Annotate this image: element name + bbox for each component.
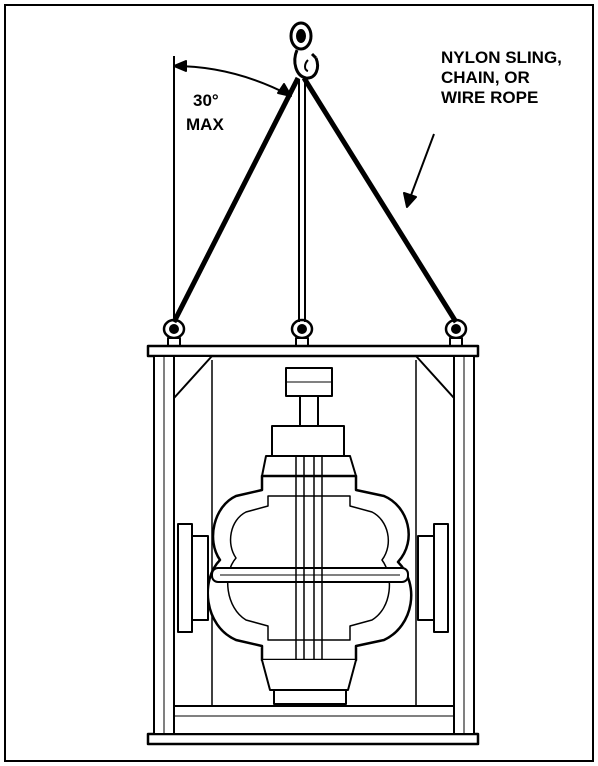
sling-lines [171, 76, 459, 324]
lifting-hook [289, 21, 320, 80]
sling-label-line: NYLON SLING, [441, 48, 562, 67]
lifting-frame [146, 344, 480, 746]
angle-max-label: MAX [186, 115, 224, 134]
split-case-pump [177, 367, 449, 705]
sling-label-line: CHAIN, OR [441, 68, 530, 87]
sling-leader-arrow [403, 133, 435, 208]
eyebolts [162, 318, 468, 347]
angle-indicator [173, 56, 292, 318]
angle-value-label: 30° [193, 91, 219, 110]
sling-type-label: NYLON SLING, CHAIN, OR WIRE ROPE [441, 48, 562, 108]
sling-label-line: WIRE ROPE [441, 88, 539, 107]
